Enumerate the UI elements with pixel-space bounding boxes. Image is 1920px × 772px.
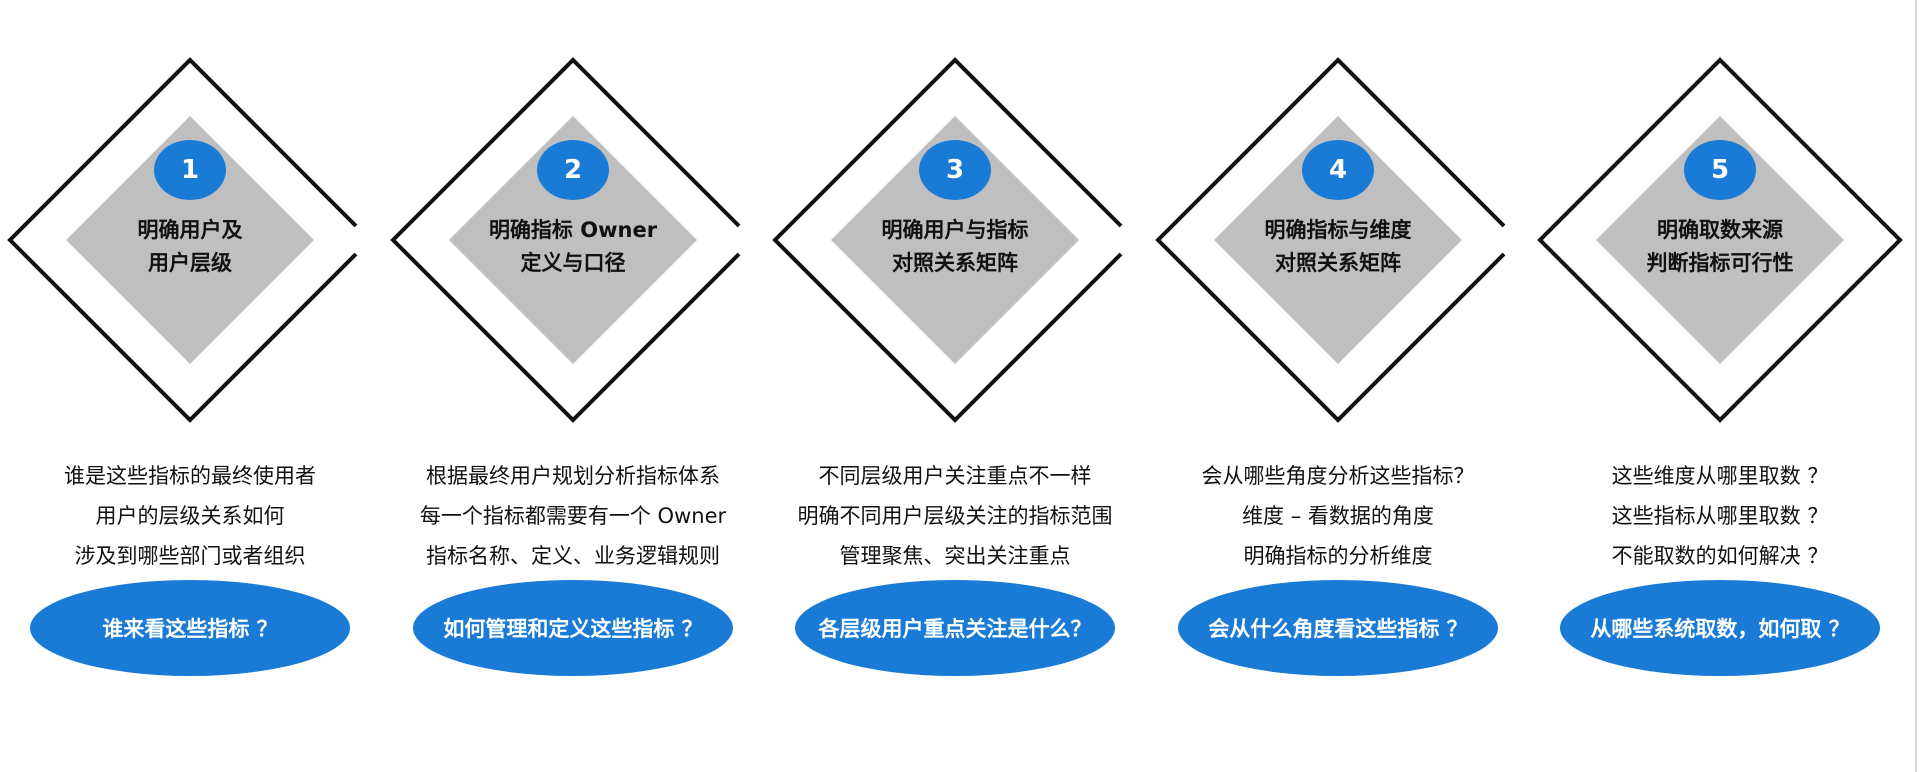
- step-title: 明确指标与维度 对照关系矩阵: [1148, 214, 1528, 280]
- outer-diamond-outline: [1537, 57, 1888, 423]
- step-number-badge: 3: [919, 140, 991, 200]
- step-title-line: 明确指标 Owner: [488, 218, 658, 242]
- outer-diamond-outline: [7, 57, 358, 423]
- right-edge-divider: [1915, 0, 1917, 772]
- step-description: 会从哪些角度分析这些指标？ 维度 – 看数据的角度 明确指标的分析维度: [1148, 456, 1528, 576]
- inner-diamond: [1214, 116, 1462, 364]
- step-1: 1 明确用户及 用户层级 谁是这些指标的最终使用者 用户的层级关系如何 涉及到哪…: [0, 0, 380, 772]
- step-description: 谁是这些指标的最终使用者 用户的层级关系如何 涉及到哪些部门或者组织: [0, 456, 380, 576]
- outer-diamond-closing-edge: [1884, 224, 1903, 256]
- step-description-line: 会从哪些角度分析这些指标？: [1201, 464, 1475, 488]
- step-description-line: 明确指标的分析维度: [1243, 544, 1433, 568]
- step-title-line: 明确取数来源: [1657, 218, 1783, 242]
- step-4: 4 明确指标与维度 对照关系矩阵 会从哪些角度分析这些指标？ 维度 – 看数据的…: [1148, 0, 1528, 772]
- step-title-line: 明确指标与维度: [1264, 218, 1412, 242]
- step-description-line: 指标名称、定义、业务逻辑规则: [426, 544, 720, 568]
- step-description: 根据最终用户规划分析指标体系 每一个指标都需要有一个 Owner 指标名称、定义…: [383, 456, 763, 576]
- step-title-line: 用户层级: [148, 251, 232, 275]
- step-description-line: 谁是这些指标的最终使用者: [64, 464, 316, 488]
- inner-diamond: [66, 116, 314, 364]
- step-3: 3 明确用户与指标 对照关系矩阵 不同层级用户关注重点不一样 明确不同用户层级关…: [765, 0, 1145, 772]
- step-2: 2 明确指标 Owner 定义与口径 根据最终用户规划分析指标体系 每一个指标都…: [383, 0, 763, 772]
- step-description-line: 这些指标从哪里取数 ？: [1611, 504, 1829, 528]
- step-number-badge: 4: [1302, 140, 1374, 200]
- step-question-bubble: 各层级用户重点关注是什么？: [795, 580, 1115, 676]
- step-description-line: 根据最终用户规划分析指标体系: [426, 464, 720, 488]
- step-description: 不同层级用户关注重点不一样 明确不同用户层级关注的指标范围 管理聚焦、突出关注重…: [765, 456, 1145, 576]
- step-description-line: 不能取数的如何解决 ？: [1611, 544, 1829, 568]
- step-question-bubble: 从哪些系统取数，如何取 ？: [1560, 580, 1880, 676]
- step-number-badge: 1: [154, 140, 226, 200]
- outer-diamond-outline: [390, 57, 741, 423]
- step-question-bubble: 谁来看这些指标 ？: [30, 580, 350, 676]
- step-5: 5 明确取数来源 判断指标可行性 这些维度从哪里取数 ？ 这些指标从哪里取数 ？…: [1530, 0, 1910, 772]
- step-title-line: 判断指标可行性: [1646, 251, 1794, 275]
- step-title-line: 对照关系矩阵: [1275, 251, 1401, 275]
- step-title-line: 明确用户及: [137, 218, 243, 242]
- step-title-line: 定义与口径: [520, 251, 626, 275]
- step-title-line: 明确用户与指标: [881, 218, 1029, 242]
- step-title: 明确取数来源 判断指标可行性: [1530, 214, 1910, 280]
- step-description-line: 这些维度从哪里取数 ？: [1611, 464, 1829, 488]
- step-number-badge: 2: [537, 140, 609, 200]
- step-question-bubble: 会从什么角度看这些指标 ？: [1178, 580, 1498, 676]
- step-description-line: 涉及到哪些部门或者组织: [74, 544, 306, 568]
- outer-diamond-outline: [1155, 57, 1506, 423]
- step-description: 这些维度从哪里取数 ？ 这些指标从哪里取数 ？ 不能取数的如何解决 ？: [1530, 456, 1910, 576]
- step-title-line: 对照关系矩阵: [892, 251, 1018, 275]
- step-description-line: 维度 – 看数据的角度: [1242, 504, 1434, 528]
- step-description-line: 不同层级用户关注重点不一样: [818, 464, 1092, 488]
- step-question-bubble: 如何管理和定义这些指标 ？: [413, 580, 733, 676]
- step-description-line: 用户的层级关系如何: [95, 504, 285, 528]
- inner-diamond: [1596, 116, 1844, 364]
- step-description-line: 管理聚焦、突出关注重点: [839, 544, 1071, 568]
- step-title: 明确用户及 用户层级: [0, 214, 380, 280]
- step-title: 明确指标 Owner 定义与口径: [383, 214, 763, 280]
- step-number-badge: 5: [1684, 140, 1756, 200]
- step-description-line: 明确不同用户层级关注的指标范围: [797, 504, 1113, 528]
- step-title: 明确用户与指标 对照关系矩阵: [765, 214, 1145, 280]
- outer-diamond-outline: [772, 57, 1123, 423]
- inner-diamond: [449, 116, 697, 364]
- step-description-line: 每一个指标都需要有一个 Owner: [419, 504, 727, 528]
- inner-diamond: [831, 116, 1079, 364]
